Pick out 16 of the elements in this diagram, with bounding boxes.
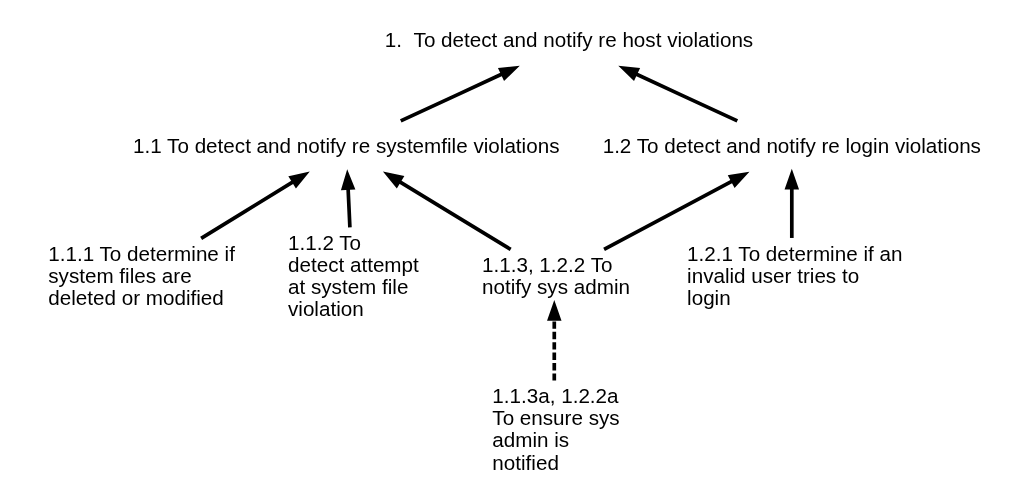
node-text: 1.2.1 To determine if an invalid user tries to login (687, 241, 903, 309)
arrow (603, 171, 750, 251)
arrow (618, 65, 739, 123)
arrow (382, 171, 512, 251)
arrow (784, 168, 800, 238)
node-text: 1.1.3, 1.2.2 To notify sys admin (481, 252, 630, 298)
node-text: 1.1 To detect and notify re systemfile violations (133, 133, 560, 157)
node-text: 1.1.1 To determine if system files are deleted or modified (48, 241, 235, 309)
arrow (547, 299, 562, 381)
node-text: 1. To detect and notify re host violations (384, 27, 754, 51)
arrow (200, 171, 310, 240)
node-text: 1.1.2 To detect attempt at system file violation (287, 230, 419, 320)
node-text: 1.1.3a, 1.2.2a To ensure sys admin is notified (492, 383, 620, 474)
node-text: 1.2 To detect and notify re login violations (602, 133, 981, 157)
arrow (400, 65, 520, 123)
arrow (340, 168, 356, 227)
